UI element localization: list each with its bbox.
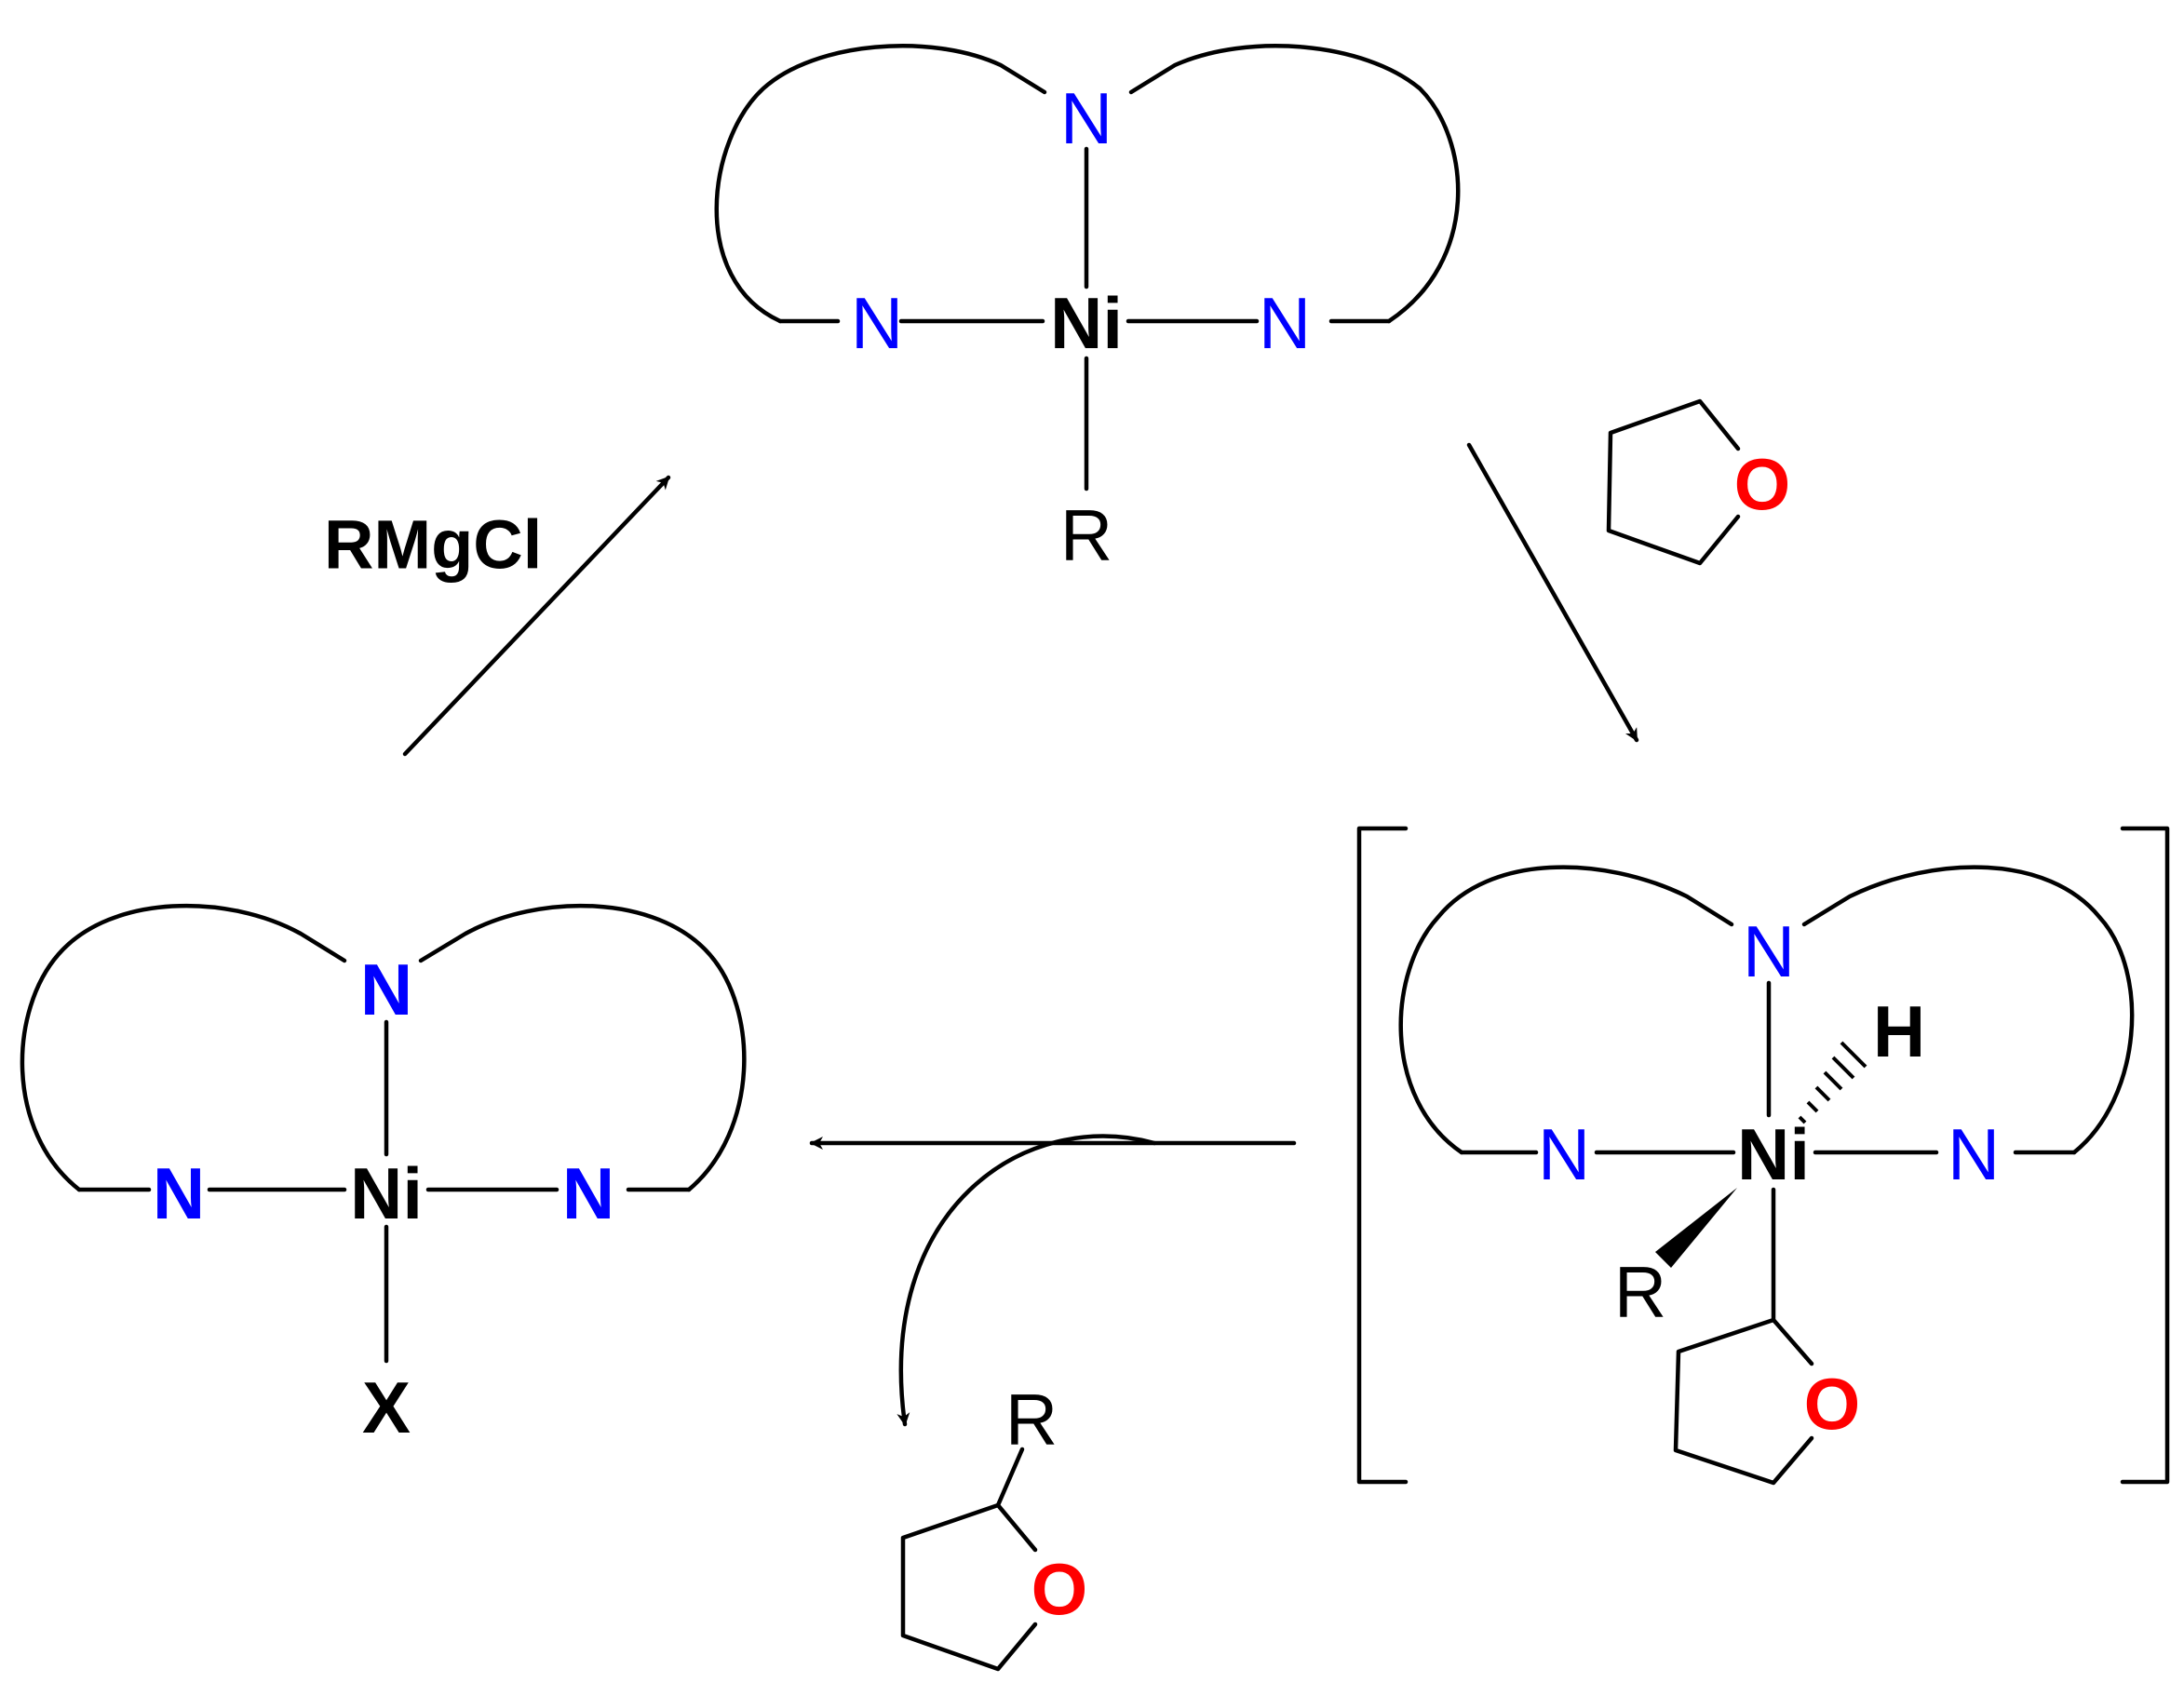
left-macrocycle-arc [1398,865,1734,1155]
substituent-label: R [1005,1379,1058,1460]
oxygen-atom: O [1804,1363,1861,1445]
arrow-to-top-complex [402,475,671,757]
nitrogen-atom-left: N [1538,1113,1590,1195]
complex-ni-r: N N N Ni R [714,44,1461,576]
arrow-to-intermediate [1466,442,1639,743]
x-ligand-label: X [362,1366,411,1448]
alkyl-label: R [1614,1251,1666,1333]
thf-ring [900,1502,1038,1672]
complex-ni-x: N N N Ni X [20,903,747,1448]
product-2-substituted-thf: R O [900,1379,1088,1672]
nitrogen-atom-top: N [1060,77,1112,159]
r-ligand-label: R [1060,494,1112,576]
oxygen-atom: O [1031,1548,1088,1630]
hydride-label: H [1873,990,1925,1072]
nitrogen-atom-left: N [153,1152,205,1234]
nickel-atom: Ni [350,1152,423,1234]
right-macrocycle-arc [1801,865,2135,1155]
nitrogen-atom-right: N [562,1152,614,1234]
nickel-atom: Ni [1050,282,1123,364]
oxygen-atom: O [1734,443,1791,525]
nitrogen-atom-left: N [851,282,903,364]
left-macrocycle-arc [714,44,1047,324]
nitrogen-atom-top: N [360,949,412,1030]
nitrogen-atom-right: N [1259,282,1311,364]
wedge-bond-ni-r [1655,1188,1737,1268]
nickel-atom: Ni [1737,1113,1810,1195]
right-macrocycle-arc [1128,44,1461,324]
thf-ring [1673,1317,1814,1486]
curved-release-arrow [897,1134,1157,1427]
hashed-bond-ni-h [1798,1041,1867,1124]
thf-reagent: O [1606,398,1791,566]
right-macrocycle-arc [418,903,747,1192]
nitrogen-atom-top: N [1743,910,1795,992]
reagent-label: RMgCl [324,506,542,584]
bond-ring-r [995,1447,1025,1508]
nitrogen-atom-right: N [1948,1113,2000,1195]
left-bracket [1356,826,1409,1485]
left-macrocycle-arc [20,903,347,1192]
right-bracket [2120,826,2170,1485]
intermediate-complex: N N N Ni H R O [1356,826,2170,1486]
